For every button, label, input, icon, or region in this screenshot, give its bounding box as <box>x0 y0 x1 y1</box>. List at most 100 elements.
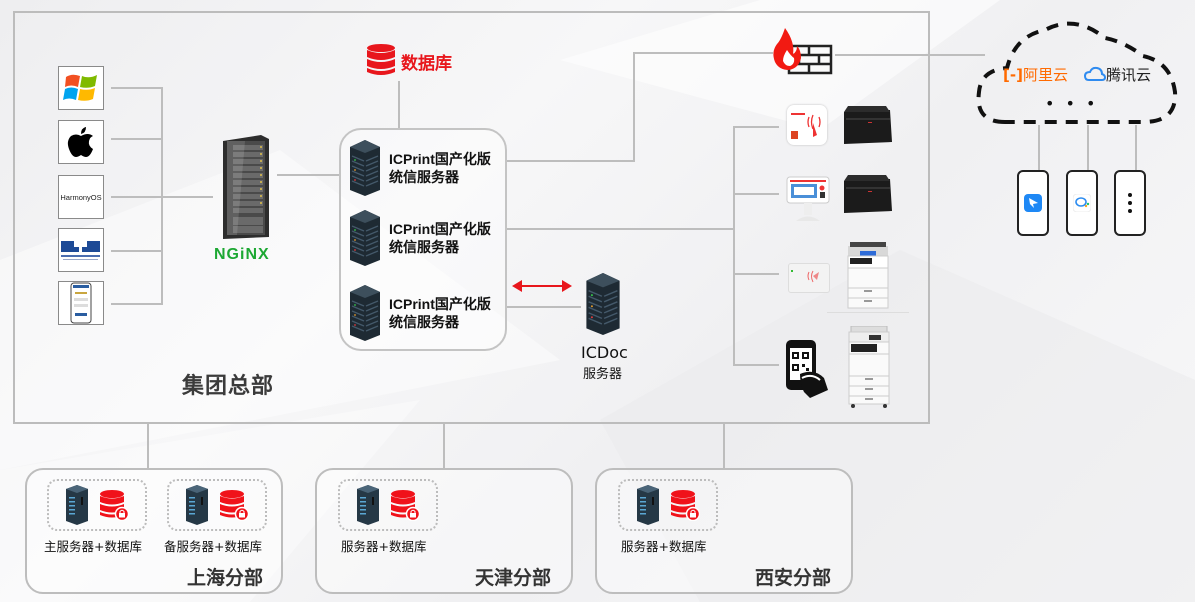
dingtalk-app-icon <box>1024 194 1042 212</box>
cloud-boundary-icon <box>976 21 1178 124</box>
branch-xian: 服务器+数据库 西安分部 <box>595 468 853 594</box>
phone-dingtalk[interactable] <box>1017 170 1049 236</box>
connector <box>733 126 735 366</box>
tencent-cloud-label: 腾讯云 <box>1106 66 1152 84</box>
locked-database-icon <box>391 490 420 521</box>
headquarters-boundary <box>13 11 930 424</box>
tencent-cloud-provider[interactable]: 腾讯云 <box>1083 64 1152 85</box>
client-harmonyos[interactable]: HarmonyOS <box>58 175 104 219</box>
server-tower-icon <box>350 285 380 341</box>
device-card-reader-flat[interactable] <box>788 263 830 293</box>
server-name: ICPrint国产化版 <box>389 151 491 167</box>
server-name: ICPrint国产化版 <box>389 221 491 237</box>
phone-wecom[interactable] <box>1066 170 1098 236</box>
phone-more-apps[interactable] <box>1114 170 1146 236</box>
connector <box>733 364 779 366</box>
server-tower-icon <box>350 140 380 196</box>
connector <box>111 303 162 305</box>
server-cabinet-icon <box>637 485 659 525</box>
icdoc-server-name: ICDoc <box>581 343 628 362</box>
branch-tianjin: 服务器+数据库 天津分部 <box>315 468 573 594</box>
nginx-logo: NGiNX <box>214 246 270 263</box>
bidirectional-arrow-icon <box>512 280 572 292</box>
unit-label: 备服务器+数据库 <box>164 539 262 554</box>
connector <box>507 306 581 308</box>
aliyun-provider[interactable]: [-]阿里云 <box>1003 64 1068 85</box>
server-cabinet-icon <box>186 485 208 525</box>
connector <box>1135 125 1137 170</box>
windows-logo-icon <box>63 74 97 101</box>
apple-logo-icon <box>67 127 93 157</box>
flat-card-reader-icon <box>791 270 819 283</box>
unit-label: 主服务器+数据库 <box>44 539 142 554</box>
aliyun-logo-icon: [-] <box>1003 66 1023 84</box>
connector <box>1038 125 1040 170</box>
icdoc-server-label: 服务器 <box>583 367 623 382</box>
print-server[interactable]: ICPrint国产化版统信服务器 <box>349 140 491 196</box>
qr-scan-phone-icon[interactable] <box>780 338 830 400</box>
branch-shanghai: 主服务器+数据库 备服务器+数据库 上海分部 <box>25 468 283 594</box>
harmonyos-logo-icon: HarmonyOS <box>60 192 102 202</box>
multifunction-copier-icon <box>847 242 889 309</box>
client-company[interactable] <box>58 228 104 272</box>
device-touch-terminal[interactable] <box>786 176 830 222</box>
server-db-unit[interactable] <box>47 479 147 531</box>
icdoc-server-icon <box>586 273 620 335</box>
connector <box>398 81 400 129</box>
more-vertical-icon <box>1128 193 1132 213</box>
client-mobile-app[interactable] <box>58 281 104 325</box>
connector <box>277 174 339 176</box>
server-db-unit[interactable] <box>167 479 267 531</box>
tencent-cloud-logo-icon <box>1083 66 1107 81</box>
connector <box>723 424 725 469</box>
connector <box>443 424 445 469</box>
client-windows[interactable] <box>58 66 104 110</box>
locked-database-icon <box>220 490 249 521</box>
connector <box>733 193 779 195</box>
branch-title: 天津分部 <box>475 567 552 589</box>
nginx-server-rack-icon <box>223 135 269 239</box>
laser-printer-icon <box>844 175 892 213</box>
mobile-app-icon <box>70 282 92 324</box>
device-card-reader[interactable] <box>787 105 827 145</box>
print-server-cluster: ICPrint国产化版统信服务器 ICPrint国产化版统信服务器 ICPrin… <box>339 128 507 351</box>
connector <box>111 250 162 252</box>
connector <box>507 160 635 162</box>
server-name: ICPrint国产化版 <box>389 296 491 312</box>
wecom-app-icon <box>1073 194 1091 212</box>
server-cabinet-icon <box>357 485 379 525</box>
connector <box>507 228 735 230</box>
locked-database-icon <box>671 490 700 521</box>
more-providers-ellipsis: • • • <box>1045 94 1099 113</box>
print-server[interactable]: ICPrint国产化版统信服务器 <box>349 285 491 341</box>
server-tower-icon <box>350 210 380 266</box>
locked-database-icon <box>100 490 129 521</box>
connector <box>111 87 162 89</box>
branch-title: 西安分部 <box>755 567 832 589</box>
laser-printer-icon <box>844 106 892 144</box>
connector <box>1087 125 1089 170</box>
headquarters-title: 集团总部 <box>182 374 275 399</box>
unit-label: 服务器+数据库 <box>341 539 427 554</box>
connector <box>633 52 773 54</box>
nfc-card-reader-icon <box>791 113 821 139</box>
connector <box>733 273 779 275</box>
aliyun-label: 阿里云 <box>1022 66 1068 84</box>
connector <box>733 126 779 128</box>
server-os: 统信服务器 <box>389 169 459 185</box>
server-db-unit[interactable] <box>338 479 438 531</box>
firewall-icon <box>773 28 833 75</box>
print-server[interactable]: ICPrint国产化版统信服务器 <box>349 210 491 266</box>
connector <box>633 52 635 162</box>
touch-terminal-icon <box>786 176 830 221</box>
database-icon <box>367 44 395 75</box>
connector <box>147 424 149 469</box>
client-apple[interactable] <box>58 120 104 164</box>
connector <box>161 87 163 305</box>
server-os: 统信服务器 <box>389 314 459 330</box>
divider <box>827 312 909 313</box>
multifunction-copier-icon <box>848 326 890 408</box>
connector <box>111 138 162 140</box>
server-db-unit[interactable] <box>618 479 718 531</box>
branch-title: 上海分部 <box>187 567 264 589</box>
